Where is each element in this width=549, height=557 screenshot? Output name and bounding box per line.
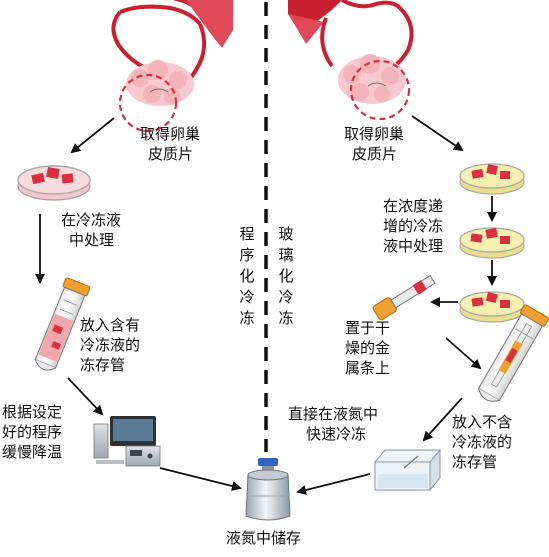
right-ln2-label-line-1: 直接在液氮中 [288,405,379,423]
metal-strip-carrier [372,274,436,321]
vitrification-char-5: 冻 [278,309,294,327]
left-freezer-label-line-1: 根据设定 [2,403,63,421]
right-strip-label-line-2: 燥的金 [345,339,391,357]
arrow-tube-to-ln2-box [422,397,463,442]
right-tube-label-line-3: 冻存管 [452,453,498,471]
storage-label: 液氮中储存 [226,528,301,548]
right-cryotube [477,304,549,402]
arrow-ln2-box-to-tank [296,473,371,495]
right-tube-label-line-2: 冷冻液的 [452,433,513,451]
left-dish-label-line-1: 在冷冻液 [61,211,122,229]
vitrification-vertical-label: 玻 璃 化 冷 冻 [277,224,295,329]
right-gradient-dish-3 [459,291,525,323]
right-gradient-dish-2 [459,227,525,259]
left-cryotube [34,277,91,371]
arrow-strip-to-tube [445,337,482,370]
arrow-left-ovary-to-dish [70,117,115,154]
right-gradient-label: 在浓度递 增的冷冻 液中处理 [383,196,443,256]
left-freezer-label-line-3: 缓慢降温 [2,443,63,461]
vitrification-char-3: 化 [278,267,294,285]
right-ovary-label-line-1: 取得卵巢 [344,125,405,143]
right-strip-label: 置于干 燥的金 属条上 [345,318,390,378]
left-dish-label: 在冷冻液 中处理 [61,210,121,250]
vitrification-char-1: 玻 [278,225,294,243]
arrow-freezer-to-tank [159,467,242,491]
left-freezer-label: 根据设定 好的程序 缓慢降温 [2,402,62,462]
left-ovary-label-line-1: 取得卵巢 [140,125,201,143]
left-uterus-ovary-illustration [111,0,233,133]
left-ovary-label-line-2: 皮质片 [148,145,194,163]
right-ln2-label-line-2: 快速冷冻 [306,425,367,443]
arrow-left-tube-to-freezer [67,377,104,416]
right-gradient-label-line-3: 液中处理 [383,237,444,255]
right-tube-label-line-1: 放入不含 [452,413,513,431]
slow-freezing-char-1: 程 [239,225,255,243]
vitrification-char-2: 璃 [278,246,294,264]
left-ovary-sample-dashed-circle [118,73,178,133]
left-ovary-label: 取得卵巢 皮质片 [140,124,200,164]
liquid-nitrogen-box [373,448,442,492]
left-tube-label: 放入含有 冷冻液的 冻存管 [80,315,140,375]
right-ovary-sample-dashed-circle [349,59,411,121]
right-tube-label: 放入不含 冷冻液的 冻存管 [452,412,512,472]
right-ovary-label-line-2: 皮质片 [352,145,398,163]
right-gradient-label-line-2: 增的冷冻 [383,217,444,235]
storage-label-text: 液氮中储存 [226,529,302,547]
slow-freezing-vertical-label: 程 序 化 冷 冻 [238,224,256,329]
left-tube-label-line-3: 冻存管 [80,356,126,374]
left-freezer-label-line-2: 好的程序 [2,423,63,441]
vitrification-char-4: 冷 [278,288,294,306]
slow-freezing-char-3: 化 [239,267,255,285]
left-petri-dish [17,165,91,201]
slow-freezing-char-2: 序 [239,246,255,264]
left-tube-label-line-1: 放入含有 [80,316,141,334]
right-ovary-label: 取得卵巢 皮质片 [344,124,404,164]
left-dish-label-line-2: 中处理 [69,231,115,249]
right-gradient-label-line-1: 在浓度递 [383,197,444,215]
left-tube-label-line-2: 冷冻液的 [80,336,141,354]
right-strip-label-line-1: 置于干 [345,319,391,337]
slow-freezing-char-4: 冷 [239,288,255,306]
right-gradient-dish-1 [459,163,525,195]
right-uterus-ovary-illustration [288,0,414,121]
slow-freezing-char-5: 冻 [239,309,255,327]
right-strip-label-line-3: 属条上 [345,359,391,377]
liquid-nitrogen-tank [245,458,291,521]
arrow-right-ovary-to-dish [411,115,464,152]
programmable-freezer-computer [93,416,161,467]
right-ln2-label: 直接在液氮中 快速冷冻 [288,404,378,444]
